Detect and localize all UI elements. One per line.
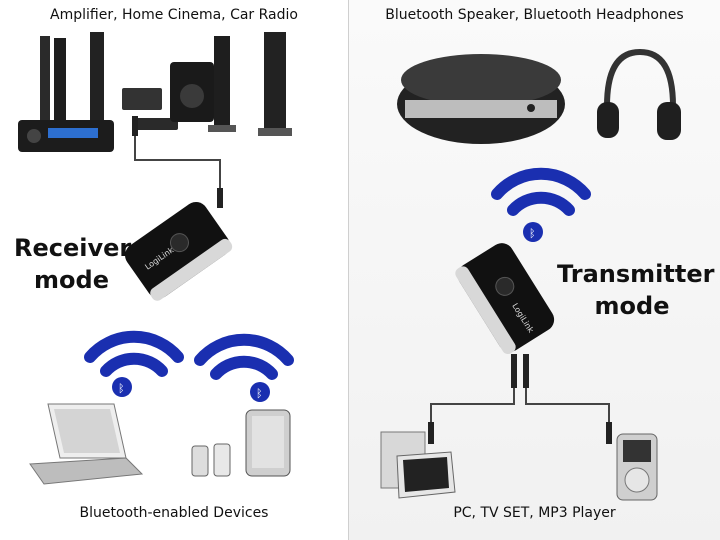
receiver-bottom-caption: Bluetooth-enabled Devices (79, 505, 269, 521)
logilink-transmitter-device: LogiLink (455, 243, 555, 355)
svg-text:ᛒ: ᛒ (256, 387, 263, 400)
transmitter-mode-panel: Bluetooth Speaker, Bluetooth Headphones … (349, 0, 720, 540)
receiver-mode-line1: Receiver (14, 234, 132, 262)
svg-text:ᛒ: ᛒ (529, 227, 536, 240)
mp3-player-illustration (616, 433, 658, 501)
transmitter-bottom-caption: PC, TV SET, MP3 Player (453, 505, 616, 521)
wifi-signal-icon: ᛒ (194, 333, 294, 402)
home-cinema-illustration (38, 32, 292, 136)
transmitter-mode-label: Transmitter mode (557, 258, 715, 322)
wifi-signal-icon: ᛒ (491, 167, 591, 242)
logilink-receiver-device: LogiLink (125, 201, 233, 301)
transmitter-top-caption: Bluetooth Speaker, Bluetooth Headphones (385, 7, 684, 23)
car-radio-illustration (18, 120, 114, 152)
laptop-illustration (29, 403, 144, 485)
pc-illustration (380, 431, 456, 499)
mobile-devices-illustration (191, 409, 291, 477)
receiver-mode-label: Receiver mode (14, 232, 132, 296)
audio-cable-left (132, 116, 223, 208)
receiver-mode-line2: mode (34, 266, 109, 294)
wifi-signal-icon: ᛒ (84, 330, 184, 397)
bluetooth-speaker-illustration (397, 54, 565, 144)
transmitter-mode-line2: mode (594, 292, 670, 320)
svg-text:ᛒ: ᛒ (118, 382, 125, 395)
receiver-mode-panel: Amplifier, Home Cinema, Car Radio LogiLi… (0, 0, 349, 540)
headphones-illustration (597, 48, 681, 140)
transmitter-mode-line1: Transmitter (557, 260, 715, 288)
audio-cable-right (428, 354, 612, 444)
receiver-top-caption: Amplifier, Home Cinema, Car Radio (50, 7, 298, 23)
